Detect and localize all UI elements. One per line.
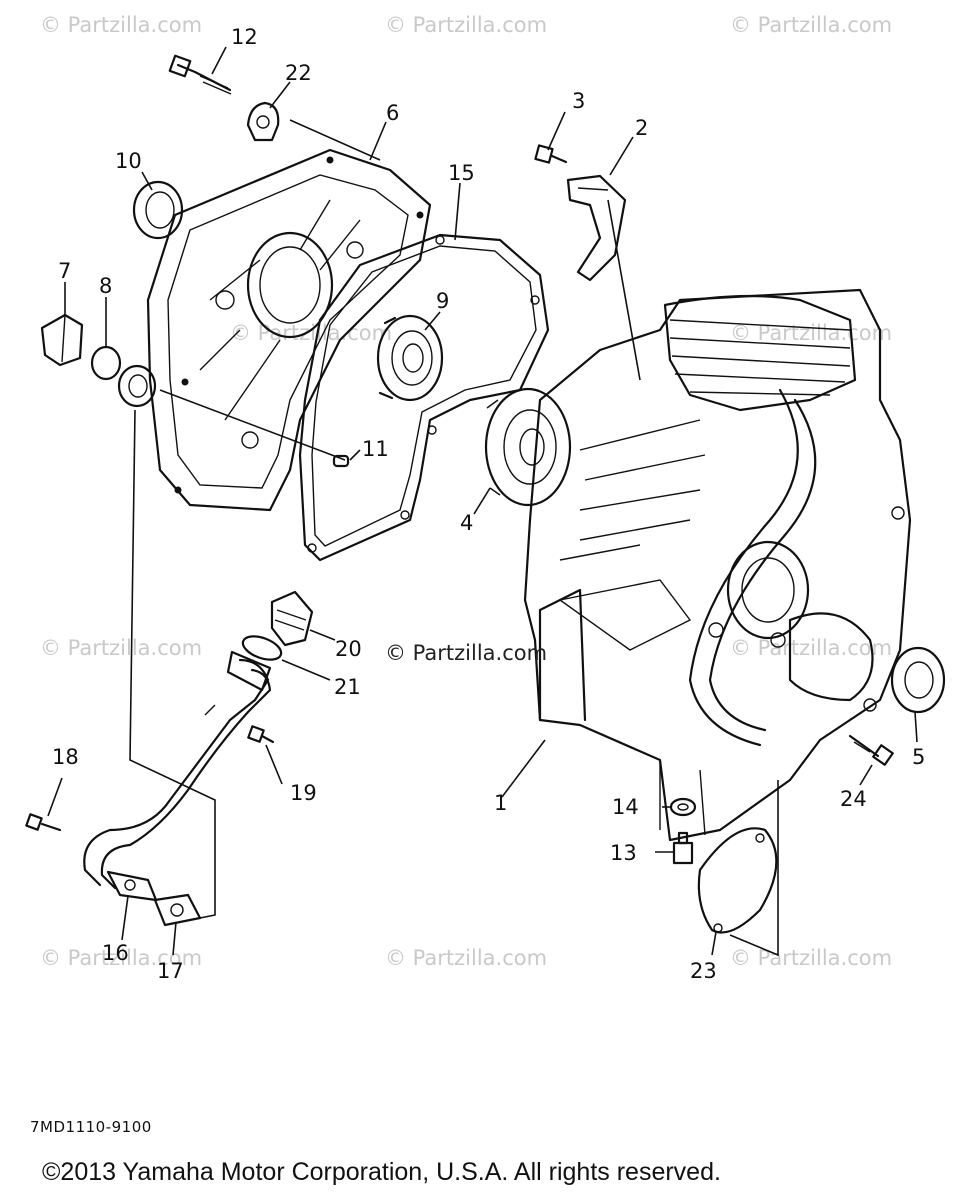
watermark-bottom-left: © Partzilla.com bbox=[40, 946, 202, 970]
callout-22: 22 bbox=[285, 61, 312, 85]
watermarks: © Partzilla.com © Partzilla.com © Partzi… bbox=[40, 13, 892, 970]
callout-1: 1 bbox=[494, 791, 507, 815]
callout-labels: 12 22 6 10 7 8 15 9 11 4 3 2 20 21 19 18… bbox=[52, 25, 925, 983]
oil-seal-part-5 bbox=[890, 646, 946, 714]
cap-part-7 bbox=[40, 313, 84, 367]
callout-15: 15 bbox=[448, 161, 475, 185]
callout-11: 11 bbox=[362, 437, 389, 461]
watermark-mid-right: © Partzilla.com bbox=[730, 636, 892, 660]
callout-9: 9 bbox=[436, 289, 449, 313]
bearing-part-4 bbox=[484, 387, 572, 507]
callout-24: 24 bbox=[840, 787, 867, 811]
watermark-upper-left: © Partzilla.com bbox=[230, 321, 392, 345]
callout-12: 12 bbox=[231, 25, 258, 49]
gasket-part-16 bbox=[106, 870, 158, 902]
bolt-part-12 bbox=[168, 54, 232, 95]
breather-pipe bbox=[83, 650, 272, 890]
callout-18: 18 bbox=[52, 745, 79, 769]
crankcase-part-1 bbox=[523, 288, 912, 842]
leader-lines bbox=[47, 46, 918, 957]
crankcase-cover-part-6 bbox=[146, 148, 432, 512]
bracket-part-2 bbox=[566, 174, 627, 282]
oil-seal-part-left bbox=[117, 364, 157, 408]
dowel-part-11 bbox=[332, 454, 350, 468]
plug-part-13 bbox=[672, 831, 694, 865]
watermark-top-left: © Partzilla.com bbox=[40, 13, 202, 37]
o-ring-part-8 bbox=[90, 345, 122, 381]
bolt-part-18 bbox=[25, 813, 62, 832]
bolt-part-3 bbox=[534, 144, 568, 164]
callout-8: 8 bbox=[99, 274, 112, 298]
washer-part-14 bbox=[669, 797, 697, 817]
oil-seal-part-10 bbox=[132, 180, 184, 240]
watermark-top-right: © Partzilla.com bbox=[730, 13, 892, 37]
callout-4: 4 bbox=[460, 511, 473, 535]
copyright-notice: ©2013 Yamaha Motor Corporation, U.S.A. A… bbox=[42, 1158, 721, 1186]
callout-21: 21 bbox=[334, 675, 361, 699]
callout-6: 6 bbox=[386, 101, 399, 125]
callout-23: 23 bbox=[690, 959, 717, 983]
callout-7: 7 bbox=[58, 259, 71, 283]
center-watermark: © Partzilla.com bbox=[385, 641, 547, 665]
drawing-code: 7MD1110-9100 bbox=[30, 1118, 152, 1136]
gasket-part-23 bbox=[697, 827, 778, 934]
callout-16: 16 bbox=[102, 941, 129, 965]
callout-5: 5 bbox=[912, 745, 925, 769]
callout-14: 14 bbox=[612, 795, 639, 819]
callout-13: 13 bbox=[610, 841, 637, 865]
watermark-bottom-right: © Partzilla.com bbox=[730, 946, 892, 970]
bearing-part-9 bbox=[376, 314, 444, 402]
callout-17: 17 bbox=[157, 959, 184, 983]
watermark-top-center: © Partzilla.com bbox=[385, 13, 547, 37]
watermark-mid-left: © Partzilla.com bbox=[40, 636, 202, 660]
fitting-part-20 bbox=[270, 590, 314, 647]
clamp-part-22 bbox=[246, 101, 280, 142]
gasket-part-15 bbox=[298, 233, 550, 562]
callout-2: 2 bbox=[635, 116, 648, 140]
bolt-part-19 bbox=[247, 725, 275, 744]
callout-10: 10 bbox=[115, 149, 142, 173]
watermark-bottom-center: © Partzilla.com bbox=[385, 946, 547, 970]
callout-3: 3 bbox=[572, 89, 585, 113]
callout-20: 20 bbox=[335, 637, 362, 661]
gasket-part-17 bbox=[153, 893, 202, 927]
o-ring-part-21 bbox=[241, 635, 283, 661]
bolt-part-24 bbox=[848, 734, 894, 766]
callout-19: 19 bbox=[290, 781, 317, 805]
